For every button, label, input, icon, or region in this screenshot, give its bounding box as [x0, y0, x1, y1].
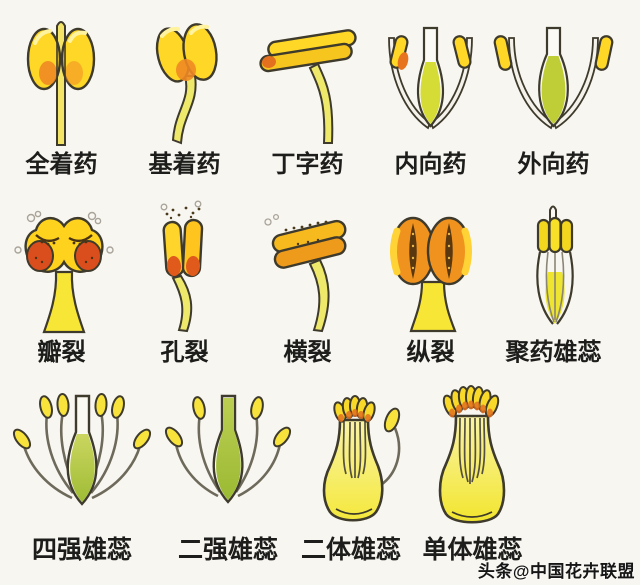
label-monadelphous-stamens: 单体雄蕊: [422, 536, 523, 564]
cell-poricidal-dehiscence: 孔裂: [123, 200, 246, 372]
cell-didynamous-stamens: 二强雄蕊: [164, 382, 292, 566]
transverse-dehiscence-illustration: [264, 213, 347, 333]
label-introrse-anther: 内向药: [394, 151, 467, 178]
cell-full-attached-anther: 全着药: [0, 12, 123, 184]
cell-extrorse-anther: 外向药: [492, 12, 615, 184]
poricidal-dehiscence-illustration: [160, 200, 204, 333]
label-tetradynamous-stamens: 四强雄蕊: [31, 536, 132, 564]
cell-valvular-dehiscence: 瓣裂: [0, 200, 123, 372]
watermark: 头条@中国花卉联盟: [477, 562, 635, 581]
label-diadelphous-stamens: 二体雄蕊: [300, 536, 401, 564]
monadelphous-stamens-illustration: [438, 385, 506, 524]
label-longitudinal-dehiscence: 纵裂: [406, 339, 455, 366]
label-basifixed-anther: 基着药: [148, 151, 221, 178]
cell-transverse-dehiscence: 横裂: [246, 200, 369, 372]
full-attached-anther-illustration: [26, 21, 96, 146]
versatile-anther-illustration: [259, 29, 357, 144]
cell-diadelphous-stamens: 二体雄蕊: [292, 382, 410, 566]
cell-monadelphous-stamens: 单体雄蕊: [410, 382, 535, 566]
label-valvular-dehiscence: 瓣裂: [37, 339, 86, 366]
cell-syngenesious-stamen: 聚药雄蕊: [492, 200, 615, 372]
row-anther-attachment: 全着药 基着药 丁字药: [0, 12, 615, 184]
label-extrorse-anther: 外向药: [517, 151, 590, 178]
cell-versatile-anther: 丁字药: [246, 12, 369, 184]
tetradynamous-stamens-illustration: [12, 393, 152, 506]
cell-introrse-anther: 内向药: [369, 12, 492, 184]
cell-basifixed-anther: 基着药: [123, 12, 246, 184]
cell-longitudinal-dehiscence: 纵裂: [369, 200, 492, 372]
label-didynamous-stamens: 二强雄蕊: [177, 536, 278, 564]
longitudinal-dehiscence-illustration: [390, 216, 472, 333]
syngenesious-stamen-illustration: [536, 205, 574, 325]
label-versatile-anther: 丁字药: [271, 151, 344, 178]
valvular-dehiscence-illustration: [14, 210, 114, 334]
label-syngenesious-stamen: 聚药雄蕊: [505, 339, 602, 366]
extrorse-anther-illustration: [493, 26, 614, 130]
diadelphous-stamens-illustration: [322, 395, 401, 522]
introrse-anther-illustration: [388, 26, 473, 130]
didynamous-stamens-illustration: [164, 394, 292, 504]
cell-tetradynamous-stamens: 四强雄蕊: [0, 382, 164, 566]
label-full-attached-anther: 全着药: [25, 151, 98, 178]
row-stamen-groups: 四强雄蕊: [0, 382, 640, 566]
label-transverse-dehiscence: 横裂: [283, 339, 332, 366]
basifixed-anther-illustration: [155, 23, 218, 145]
row-anther-dehiscence: 瓣裂 孔裂: [0, 200, 615, 372]
label-poricidal-dehiscence: 孔裂: [160, 339, 209, 366]
